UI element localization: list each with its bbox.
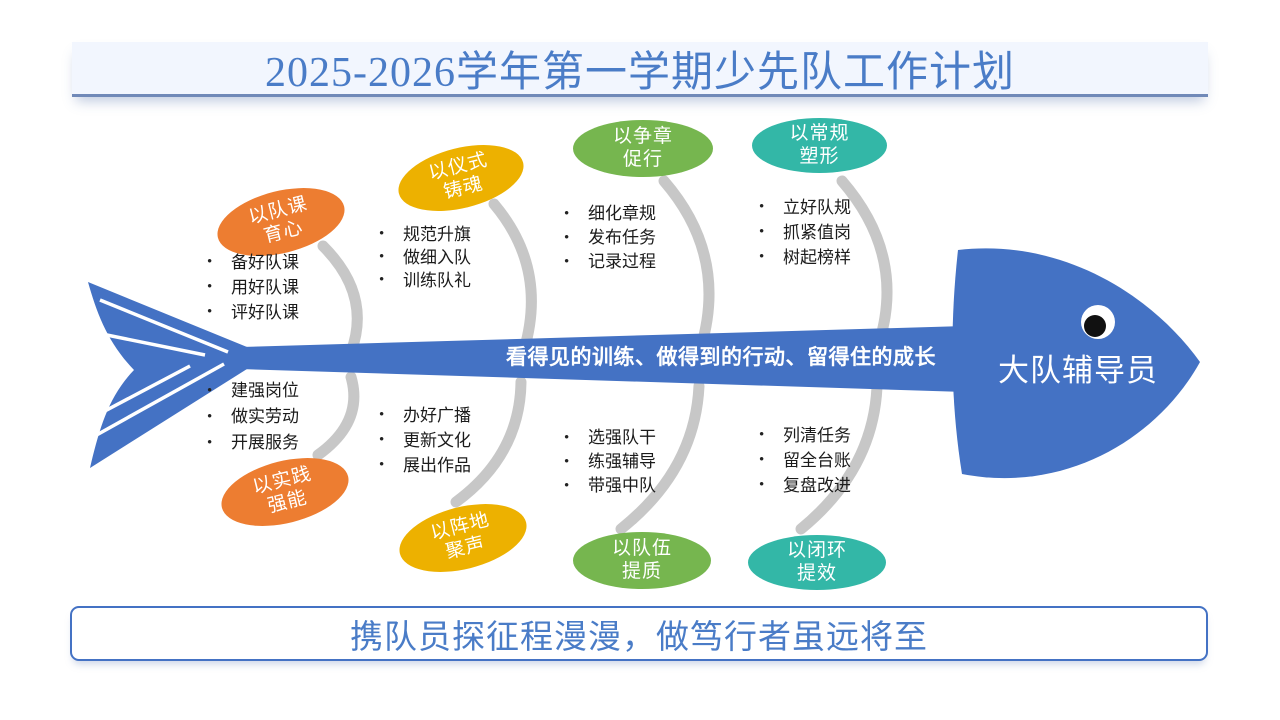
bullet-list-top-4: 立好队规 抓紧值岗 树起榜样 (757, 195, 851, 270)
spine-slogan: 看得见的训练、做得到的行动、留得住的成长 (506, 346, 936, 369)
branch-oval-bottom-3: 以队伍 提质 (573, 532, 711, 589)
fish-eye-pupil (1084, 315, 1106, 337)
bullet-item: 训练队礼 (377, 269, 471, 292)
branch-oval-top-4: 以常规 塑形 (752, 118, 887, 173)
fish-spine (240, 326, 965, 392)
title-banner: 2025-2026学年第一学期少先队工作计划 (72, 42, 1208, 97)
bullet-item: 规范升旗 (377, 223, 471, 246)
bullet-item: 办好广播 (377, 403, 471, 428)
bullet-item: 做细入队 (377, 246, 471, 269)
page-title: 2025-2026学年第一学期少先队工作计划 (265, 49, 1015, 96)
branch-oval-top-3: 以争章 促行 (573, 120, 713, 177)
bullet-item: 用好队课 (205, 275, 299, 300)
tail-stripe-3 (92, 362, 225, 439)
branch-oval-bottom-4: 以闭环 提效 (748, 535, 886, 590)
bullet-item: 细化章规 (562, 202, 656, 226)
bullet-item: 评好队课 (205, 300, 299, 325)
bullet-list-top-1: 备好队课 用好队课 评好队课 (205, 250, 299, 325)
footer-banner: 携队员探征程漫漫，做笃行者虽远将至 (70, 606, 1208, 661)
tail-stripe-4 (102, 364, 191, 414)
bullet-item: 练强辅导 (562, 450, 656, 474)
rib-bottom-4 (795, 381, 883, 535)
bullet-list-top-2: 规范升旗 做细入队 训练队礼 (377, 223, 471, 292)
bullet-item: 做实劳动 (205, 404, 299, 430)
bullet-item: 开展服务 (205, 430, 299, 456)
bullet-list-bottom-3: 选强队干 练强辅导 带强中队 (562, 426, 656, 498)
bullet-item: 带强中队 (562, 474, 656, 498)
footer-slogan: 携队员探征程漫漫，做笃行者虽远将至 (350, 619, 928, 656)
fish-tail (88, 282, 247, 468)
bullet-list-bottom-4: 列清任务 留全台账 复盘改进 (757, 423, 851, 498)
fish-head (952, 248, 1200, 479)
bullet-item: 列清任务 (757, 423, 851, 448)
bullet-item: 抓紧值岗 (757, 220, 851, 245)
rib-bottom-1 (312, 371, 360, 461)
bullet-item: 发布任务 (562, 226, 656, 250)
rib-bottom-2 (450, 376, 527, 508)
bullet-item: 备好队课 (205, 250, 299, 275)
bullet-list-bottom-1: 建强岗位 做实劳动 开展服务 (205, 378, 299, 456)
bullet-item: 展出作品 (377, 453, 471, 478)
bullet-item: 立好队规 (757, 195, 851, 220)
bullet-item: 更新文化 (377, 428, 471, 453)
fish-head-label: 大队辅导员 (998, 353, 1158, 388)
bullet-item: 复盘改进 (757, 473, 851, 498)
tail-stripe-2 (96, 331, 206, 357)
bullet-item: 树起榜样 (757, 245, 851, 270)
rib-top-3 (658, 175, 715, 353)
bullet-item: 建强岗位 (205, 378, 299, 404)
bullet-item: 选强队干 (562, 426, 656, 450)
bullet-list-bottom-2: 办好广播 更新文化 展出作品 (377, 403, 471, 478)
rib-bottom-3 (615, 380, 705, 535)
rib-top-4 (836, 175, 893, 349)
rib-top-1 (317, 240, 363, 358)
tail-stripe-1 (99, 298, 229, 354)
bullet-list-top-3: 细化章规 发布任务 记录过程 (562, 202, 656, 274)
rib-top-2 (488, 198, 537, 356)
bullet-item: 留全台账 (757, 448, 851, 473)
bullet-item: 记录过程 (562, 250, 656, 274)
